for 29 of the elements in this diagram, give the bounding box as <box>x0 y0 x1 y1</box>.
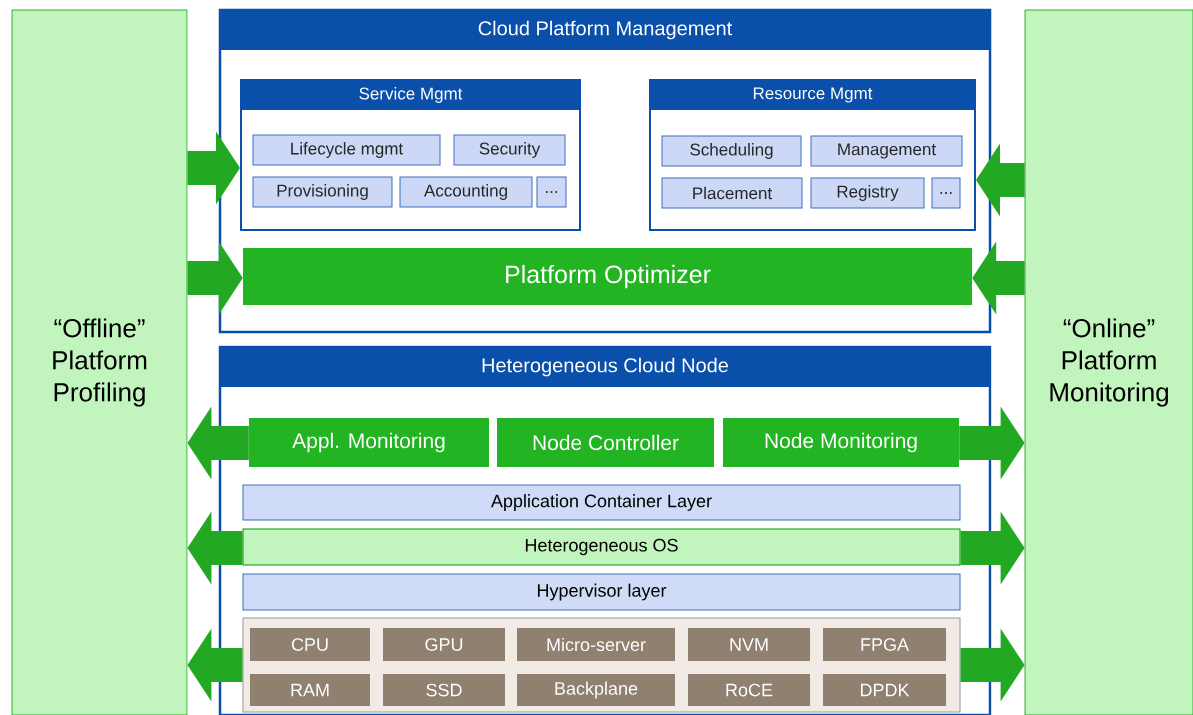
label-box: Platform Optimizer <box>243 248 972 305</box>
label-box: RoCE <box>688 674 810 706</box>
label-box: Node Controller <box>497 418 714 467</box>
label-box: Micro-server <box>517 628 675 661</box>
label-box: ... <box>931 177 961 209</box>
label-box: SSD <box>383 674 505 706</box>
label-box: Heterogeneous OS <box>242 528 961 566</box>
label-box: ... <box>536 176 567 208</box>
side-panel: “Offline” Platform Profiling <box>11 9 188 715</box>
label-box: Provisioning <box>252 176 393 208</box>
label-box: FPGA <box>823 628 946 661</box>
label-box: Appl. Monitoring <box>249 418 489 467</box>
label-box: Registry <box>810 177 925 209</box>
label-box: Node Monitoring <box>723 418 959 467</box>
label-box: RAM <box>250 674 370 706</box>
label-box: GPU <box>383 628 505 661</box>
label-box: Placement <box>661 177 803 209</box>
label-box: Backplane <box>517 674 675 706</box>
label-box: CPU <box>250 628 370 661</box>
label-box: NVM <box>688 628 810 661</box>
label-box: Management <box>810 135 963 167</box>
label-box: Lifecycle mgmt <box>252 134 441 166</box>
label-box: DPDK <box>823 674 946 706</box>
label-box: Scheduling <box>661 135 802 167</box>
label-box: Hypervisor layer <box>242 573 961 611</box>
side-panel: “Online” Platform Monitoring <box>1024 9 1193 715</box>
label-box: Application Container Layer <box>242 484 961 521</box>
label-box: Security <box>453 134 566 166</box>
label-box: Accounting <box>399 176 533 208</box>
